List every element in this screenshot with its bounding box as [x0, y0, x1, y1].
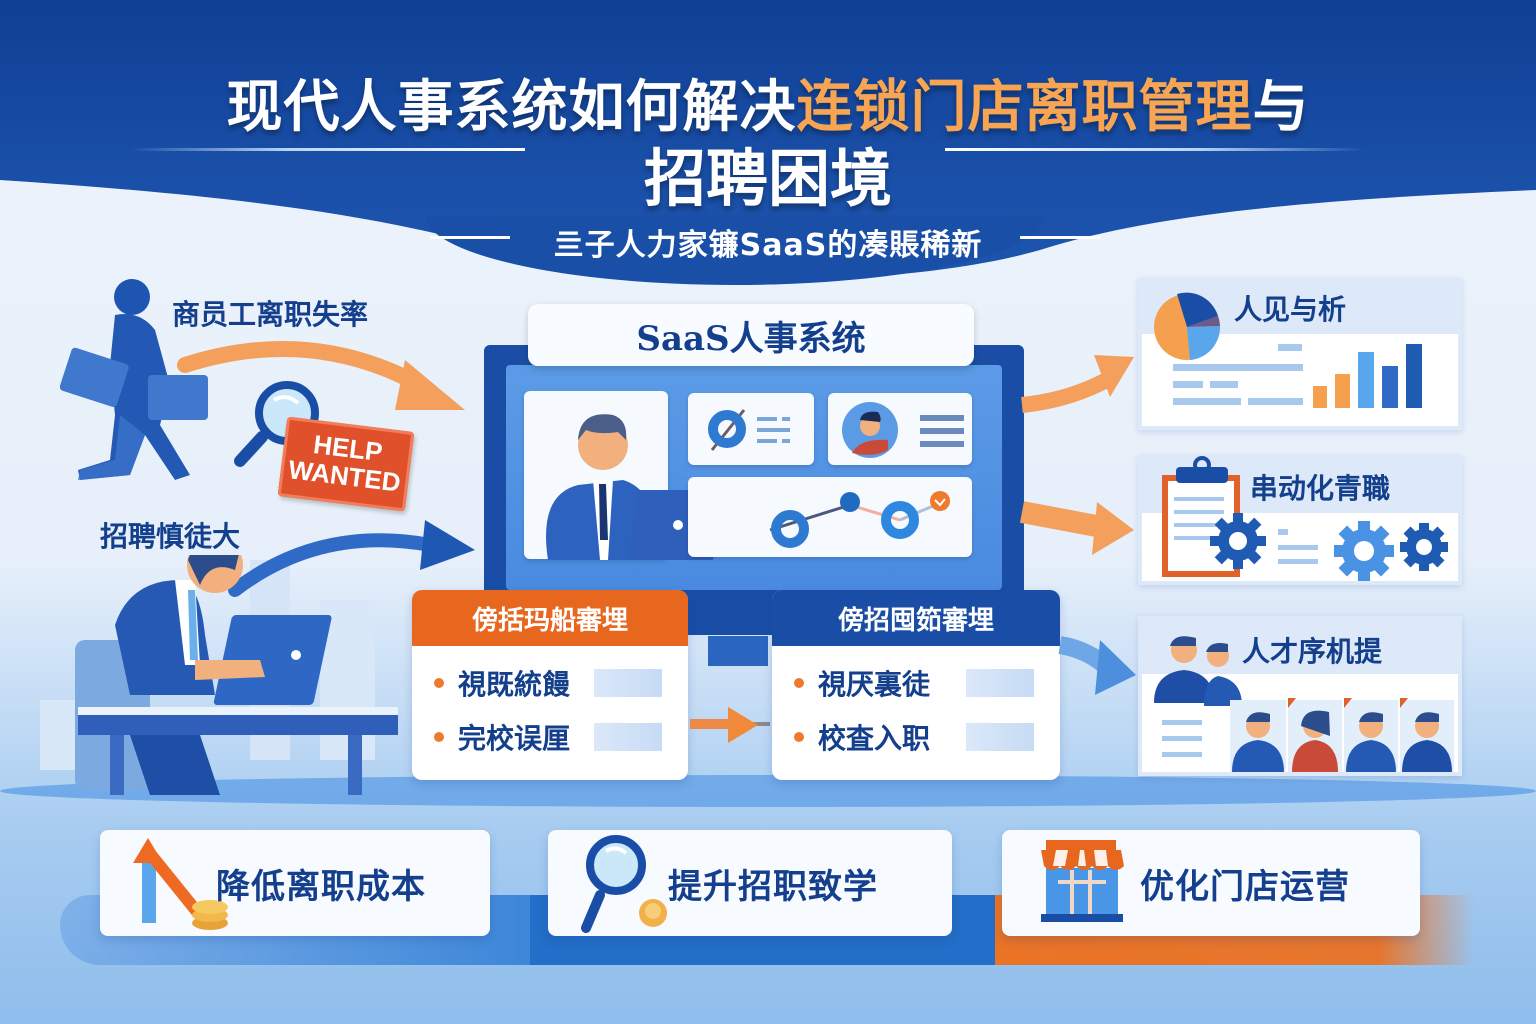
- magnifier-coin-icon: [581, 835, 667, 933]
- process-card-header: 傍括玛船審埋: [412, 590, 688, 646]
- arrow-to-automation: [1019, 501, 1134, 555]
- process-item-label: 校査入职: [818, 722, 931, 755]
- benefit-label: 优化门店运营: [1140, 866, 1350, 907]
- page-title-line-2: 招聘困境: [643, 142, 892, 215]
- hr-manager-at-desk-illustration: [75, 555, 398, 795]
- page-title: 现代人事系统如何解决连锁门店离职管理与: [0, 62, 1536, 143]
- placeholder-bar: [594, 723, 662, 751]
- feature-card-title: 串动化青職: [1250, 472, 1391, 505]
- process-item: 校査入职: [772, 710, 1060, 764]
- benefit-card-operations: 优化门店运营: [1002, 830, 1420, 936]
- saas-system-title: SaaS人事系统: [528, 304, 974, 366]
- benefit-card-recruiting: 提升招职致学: [548, 830, 952, 936]
- process-item-label: 視厌裏徒: [818, 668, 931, 701]
- bullet-dot: [434, 732, 444, 742]
- process-card-recruiting: 傍招囤筎審埋 視厌裏徒 校査入职: [772, 590, 1060, 780]
- leaving-employee-icon: [60, 279, 208, 480]
- bar-chart-icon: [1173, 344, 1422, 408]
- pie-chart-icon: [1154, 292, 1221, 360]
- storefront-icon: [1041, 840, 1124, 922]
- subtitle-line-left: [430, 236, 510, 239]
- process-item-label: 視既統饅: [458, 668, 571, 701]
- placeholder-bar: [594, 669, 662, 697]
- screen-panel-workflow: [688, 477, 972, 557]
- process-item-label: 完校误厘: [458, 722, 571, 755]
- title-divider-left: [130, 148, 525, 151]
- feature-card-title: 人才序机提: [1242, 635, 1383, 668]
- feature-card-talent: 人才序机提: [1138, 616, 1462, 776]
- arrow-to-talent: [1058, 636, 1136, 695]
- bullet-dot: [794, 732, 804, 742]
- process-arrow-icon: [690, 707, 770, 743]
- arrow-to-analytics: [1021, 355, 1134, 413]
- subtitle-line-right: [1020, 236, 1100, 239]
- benefit-label: 降低离职成本: [216, 866, 426, 907]
- profile-avatar-icon: [842, 402, 964, 458]
- floor-shadow: [0, 775, 1536, 807]
- problem-label-turnover: 商员工离职失率: [172, 298, 369, 331]
- placeholder-bar: [966, 669, 1034, 697]
- team-icon: [1154, 636, 1454, 772]
- feature-card-automation: 串动化青職: [1138, 455, 1462, 585]
- process-item: 視既統饅: [412, 656, 688, 710]
- arrow-to-system-blue: [228, 520, 475, 597]
- page-subtitle: 亖子人力家镰SaaS的凑賬稀新: [553, 228, 983, 263]
- feature-card-analytics: 人见与析: [1138, 278, 1462, 430]
- process-item: 完校误厘: [412, 710, 688, 764]
- donut-chart-icon: [708, 409, 790, 451]
- problem-label-recruiting: 招聘慎徒大: [100, 520, 241, 553]
- benefit-label: 提升招职致学: [668, 866, 878, 907]
- title-part-2: 与: [1252, 75, 1310, 140]
- bullet-dot: [794, 678, 804, 688]
- clipboard-gear-icon: [1162, 456, 1448, 581]
- benefit-card-cost: 降低离职成本: [100, 830, 490, 936]
- title-divider-right: [945, 148, 1365, 151]
- title-highlight: 连锁门店离职管理: [796, 75, 1253, 140]
- process-item: 視厌裏徒: [772, 656, 1060, 710]
- arrow-coins-icon: [133, 838, 228, 930]
- placeholder-bar: [966, 723, 1034, 751]
- monitor-stand: [708, 636, 768, 666]
- workflow-nodes-icon: [769, 491, 950, 548]
- process-card-header: 傍招囤筎審埋: [772, 590, 1060, 646]
- arrow-to-system-orange: [177, 341, 465, 410]
- title-part-1: 现代人事系统如何解决: [226, 75, 797, 140]
- feature-card-title: 人见与析: [1234, 293, 1347, 326]
- process-card-offboarding: 傍括玛船審埋 視既統饅 完校误厘: [412, 590, 688, 780]
- bullet-dot: [434, 678, 444, 688]
- help-wanted-sign: HELP WANTED: [277, 416, 415, 512]
